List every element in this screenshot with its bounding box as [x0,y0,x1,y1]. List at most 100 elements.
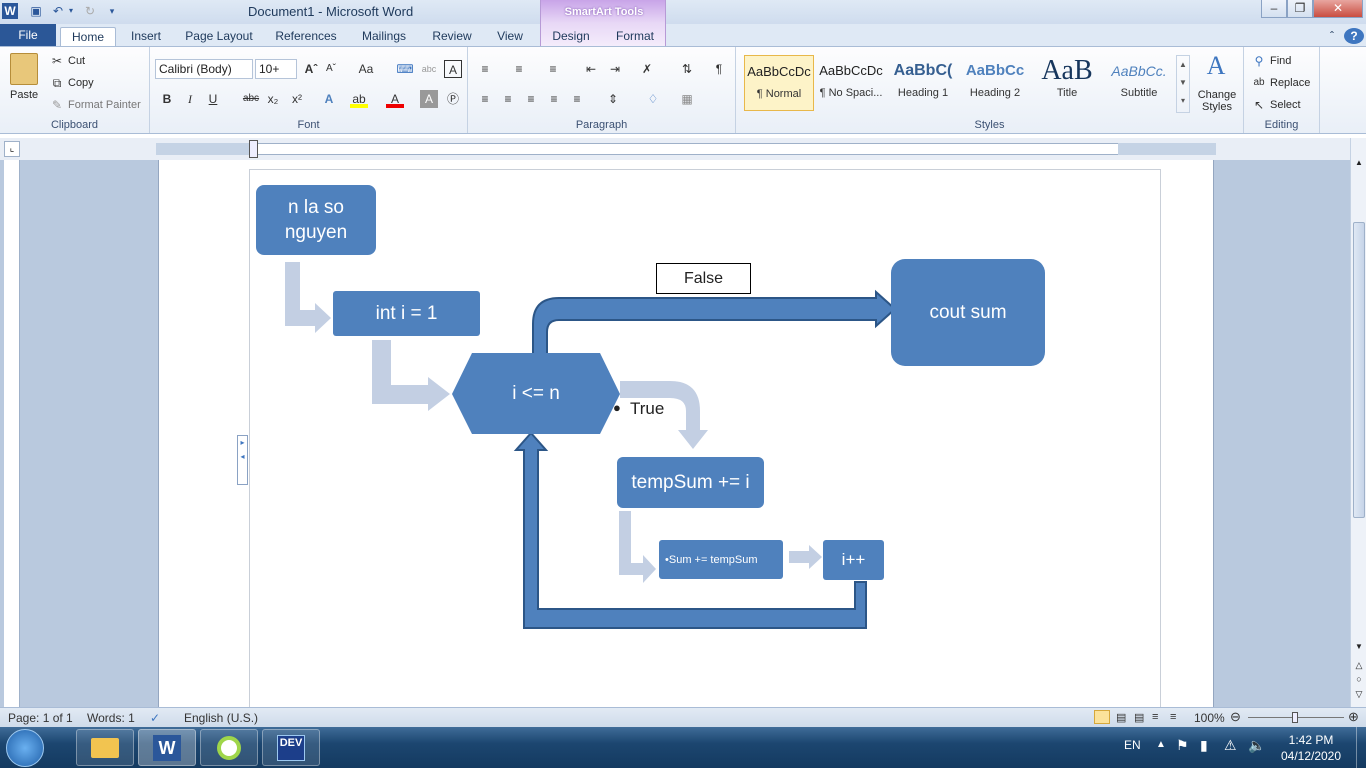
align-left-icon[interactable]: ≡ [481,92,489,106]
page-count[interactable]: Page: 1 of 1 [8,711,73,725]
print-layout-icon[interactable] [1094,710,1110,724]
node-tempsum[interactable]: tempSum += i [617,457,764,508]
increase-indent-icon[interactable]: ⇥ [609,62,621,76]
numbering-icon[interactable]: ≡ [515,62,523,76]
paste-icon[interactable] [10,53,38,85]
clock-date[interactable]: 04/12/2020 [1280,749,1342,763]
devcpp-taskbar-icon[interactable]: DEV [262,729,320,766]
shading-icon[interactable]: ♢ [647,92,659,106]
language-status[interactable]: English (U.S.) [184,711,259,725]
word-app-icon[interactable]: W [2,3,18,19]
find-button[interactable]: Find [1270,55,1292,67]
minimize-ribbon-icon[interactable]: ˆ [1330,29,1334,43]
tab-mailings[interactable]: Mailings [361,29,406,43]
help-icon[interactable]: ? [1344,28,1364,44]
tab-references[interactable]: References [275,29,337,43]
explorer-taskbar-icon[interactable] [76,729,134,766]
subscript-icon[interactable]: x₂ [267,92,279,106]
format-painter-icon[interactable]: ✎ [51,98,63,112]
superscript-icon[interactable]: x² [292,92,302,106]
outline-icon[interactable]: ≡ [1152,711,1159,723]
center-icon[interactable]: ≡ [504,92,512,106]
tab-page-layout[interactable]: Page Layout [185,29,253,43]
start-button[interactable] [6,729,44,767]
action-center-icon[interactable]: ⚑ [1176,737,1189,753]
scroll-thumb[interactable] [1353,222,1365,518]
node-sum[interactable]: •Sum += tempSum [659,540,783,579]
text-pane-toggle[interactable]: ▸◂ [237,435,248,485]
word-count[interactable]: Words: 1 [87,711,135,725]
italic-icon[interactable]: I [188,92,192,106]
smartart-frame[interactable] [249,169,1161,707]
next-page-icon[interactable]: ▽ [1355,689,1363,699]
sort-icon[interactable]: ⇅ [681,62,693,76]
save-icon[interactable]: ▣ [30,4,42,18]
proofing-icon[interactable]: ✓ [150,711,161,725]
node-condition-label[interactable]: i <= n [512,383,560,404]
restore-button[interactable]: ❐ [1287,0,1313,18]
tab-selector-icon[interactable]: ⌞ [4,141,20,157]
grow-font-icon[interactable]: Aˆ [304,62,318,76]
customize-qat-icon[interactable]: ▾ [109,6,115,16]
node-i-increment[interactable]: i++ [823,540,884,580]
find-icon[interactable]: ⚲ [1254,54,1264,68]
close-button[interactable]: ✕ [1313,0,1363,18]
app-taskbar-icon[interactable] [200,729,258,766]
node-int-i[interactable]: int i = 1 [333,291,480,336]
justify-icon[interactable]: ≡ [550,92,558,106]
clock-time[interactable]: 1:42 PM [1288,733,1334,747]
replace-button[interactable]: Replace [1270,77,1311,89]
style-no-spacing[interactable]: AaBbCcDc ¶ No Spaci... [816,55,886,111]
browse-object-icon[interactable]: ○ [1356,674,1362,684]
full-screen-reading-icon[interactable]: ▤ [1116,712,1127,724]
show-hidden-icons-icon[interactable]: ▲ [1156,739,1166,750]
tab-format-overlay[interactable]: Format [615,29,654,43]
change-case-icon[interactable]: Aa [358,62,374,76]
bullets-icon[interactable]: ≡ [481,62,489,76]
network-icon[interactable]: ▮ [1200,737,1208,753]
change-styles-button[interactable]: Change Styles [1197,89,1237,113]
styles-gallery-scroll[interactable]: ▲▼▾ [1176,55,1190,113]
indent-marker-icon[interactable] [249,140,258,158]
zoom-out-icon[interactable]: ⊖ [1230,709,1241,724]
highlight-icon[interactable]: ab [350,90,368,108]
redo-icon[interactable]: ↻ [84,4,96,18]
show-marks-icon[interactable]: ¶ [715,62,723,76]
line-spacing-icon[interactable]: ⇕ [607,92,619,106]
node-n-la-so-nguyen[interactable]: n la so nguyen [256,185,376,255]
tab-file[interactable]: File [0,24,56,46]
select-icon[interactable]: ↖ [1253,98,1265,112]
borders-icon[interactable]: ▦ [681,92,693,106]
phonetic-guide-icon[interactable]: abc [421,64,437,74]
character-border-icon[interactable]: A [444,60,462,78]
distributed-icon[interactable]: ≡ [573,92,581,106]
character-shading-icon[interactable]: A [420,90,438,108]
style-normal[interactable]: AaBbCcDc ¶ Normal [744,55,814,111]
shrink-font-icon[interactable]: Aˇ [326,63,336,74]
tab-review[interactable]: Review [432,29,472,43]
zoom-in-icon[interactable]: ⊕ [1348,709,1359,724]
paste-button[interactable]: Paste [10,89,39,101]
change-styles-icon[interactable]: A [1206,51,1226,80]
tab-view[interactable]: View [497,29,523,43]
undo-icon[interactable]: ↶ [52,4,64,18]
font-family-select[interactable]: Calibri (Body) [155,59,253,79]
previous-page-icon[interactable]: △ [1355,660,1363,670]
style-heading-1[interactable]: AaBbC( Heading 1 [888,55,958,111]
clear-formatting-icon[interactable]: ⌨ [396,62,414,76]
copy-icon[interactable]: ⧉ [52,76,62,90]
copy-button[interactable]: Copy [68,77,94,89]
decrease-indent-icon[interactable]: ⇤ [585,62,597,76]
enclose-characters-icon[interactable]: Ⓟ [446,92,459,106]
asian-layout-icon[interactable]: ✗ [641,62,653,76]
align-right-icon[interactable]: ≡ [527,92,535,106]
font-color-icon[interactable]: A [386,90,404,108]
style-title[interactable]: AaB Title [1032,55,1102,111]
draft-icon[interactable]: ≡ [1170,711,1177,723]
cut-button[interactable]: Cut [68,55,86,67]
strikethrough-icon[interactable]: abc [242,93,260,104]
font-size-select[interactable]: 10+ [255,59,297,79]
bold-icon[interactable]: B [162,92,172,106]
style-heading-2[interactable]: AaBbCc Heading 2 [960,55,1030,111]
undo-dropdown-icon[interactable]: ▾ [68,6,73,15]
